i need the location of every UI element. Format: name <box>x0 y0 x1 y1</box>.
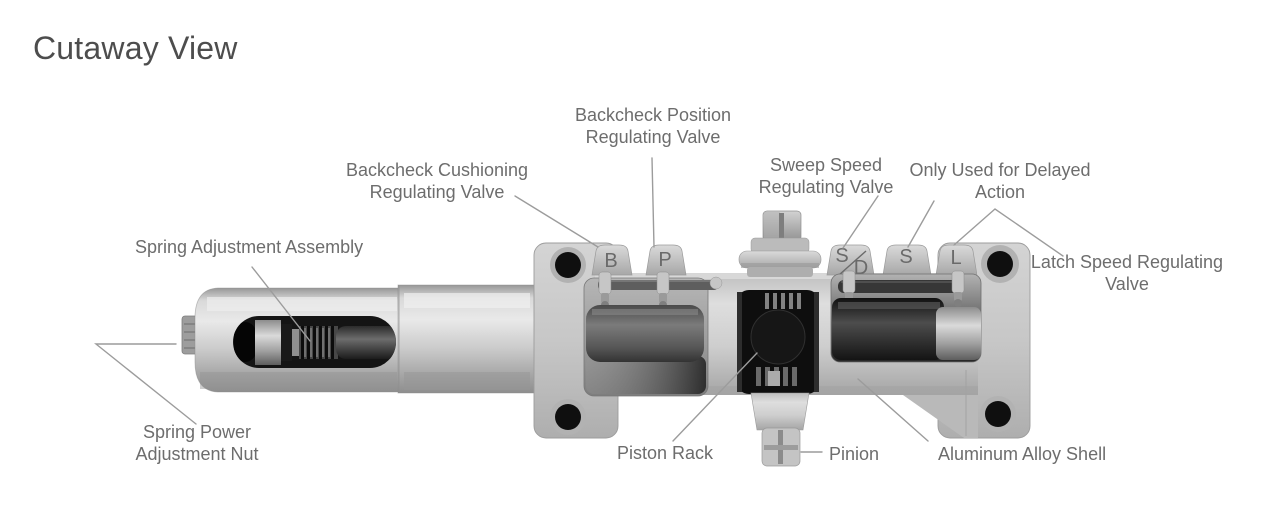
valve-letter-b: B <box>604 250 617 272</box>
valve-letter-s: S <box>899 246 912 268</box>
valve-boss-position <box>645 244 687 276</box>
page-title: Cutaway View <box>33 30 238 66</box>
mount-hole-bottom-right <box>985 401 1011 427</box>
mount-hole-top-right <box>987 251 1013 277</box>
valve-boss-sweep <box>882 244 932 276</box>
valve-bosses: B P S D S L <box>591 244 978 279</box>
valve-boss-latch <box>935 244 978 276</box>
valve-stem-latch <box>951 270 965 307</box>
label-backcheck-cushioning-valve: Backcheck Cushioning Regulating Valve <box>345 160 529 202</box>
leader-backcheck-cushioning <box>514 195 599 248</box>
pinion-shaft-top <box>738 210 822 277</box>
pressure-rod <box>838 280 958 293</box>
spring-adjustment-assembly <box>233 316 396 368</box>
leader-backcheck-position <box>651 157 655 248</box>
leader-aluminum-shell <box>857 378 929 442</box>
backcheck-chamber <box>583 271 718 397</box>
label-pinion: Pinion <box>829 444 880 464</box>
spring-coils <box>301 326 334 359</box>
leader-delayed-action <box>907 200 935 248</box>
valve-letter-l: L <box>950 247 961 269</box>
device-body: B P S D S L <box>181 210 1031 467</box>
leader-sweep-speed <box>842 195 879 249</box>
piston-metal-end <box>936 307 981 360</box>
sweep-latch-chamber <box>830 270 982 363</box>
label-spring-power-nut: Spring Power Adjustment Nut <box>135 422 259 464</box>
pinion-shaft-bottom <box>750 392 810 467</box>
leader-lines <box>94 157 1064 453</box>
leader-spring-power <box>94 343 197 425</box>
check-ball <box>709 276 723 290</box>
pinion-chamber <box>737 290 819 394</box>
piston-rack-teeth-top <box>765 293 801 309</box>
pinion-gear <box>750 309 806 365</box>
mount-hole-top-left <box>555 252 581 278</box>
valve-letter-s-delay: S <box>835 245 848 267</box>
label-latch-speed-valve: Latch Speed Regulating Valve <box>1030 252 1224 294</box>
label-delayed-action: Only Used for Delayed Action <box>909 160 1091 202</box>
valve-boss-sweep-delay <box>826 244 875 276</box>
leader-spring-adjustment <box>251 266 311 342</box>
backcheck-piston <box>586 305 704 362</box>
sd-slash <box>838 250 867 276</box>
label-backcheck-position-valve: Backcheck Position Regulating Valve <box>574 105 732 147</box>
valve-boss-backcheck <box>591 244 633 276</box>
label-sweep-speed-valve: Sweep Speed Regulating Valve <box>758 155 894 197</box>
piston-rack-teeth-bottom <box>756 367 797 386</box>
main-piston <box>832 298 944 360</box>
cylinder-section <box>397 284 536 394</box>
valve-letter-d-delay: D <box>854 257 868 279</box>
label-aluminum-alloy-shell: Aluminum Alloy Shell <box>938 444 1107 464</box>
leader-latch-speed <box>953 208 1064 257</box>
label-piston-rack: Piston Rack <box>617 443 714 463</box>
mount-hole-bottom-left <box>555 404 581 430</box>
valve-letter-p: P <box>658 249 671 271</box>
label-spring-adjustment-assembly: Spring Adjustment Assembly <box>135 237 364 257</box>
leader-piston-rack <box>672 352 758 442</box>
